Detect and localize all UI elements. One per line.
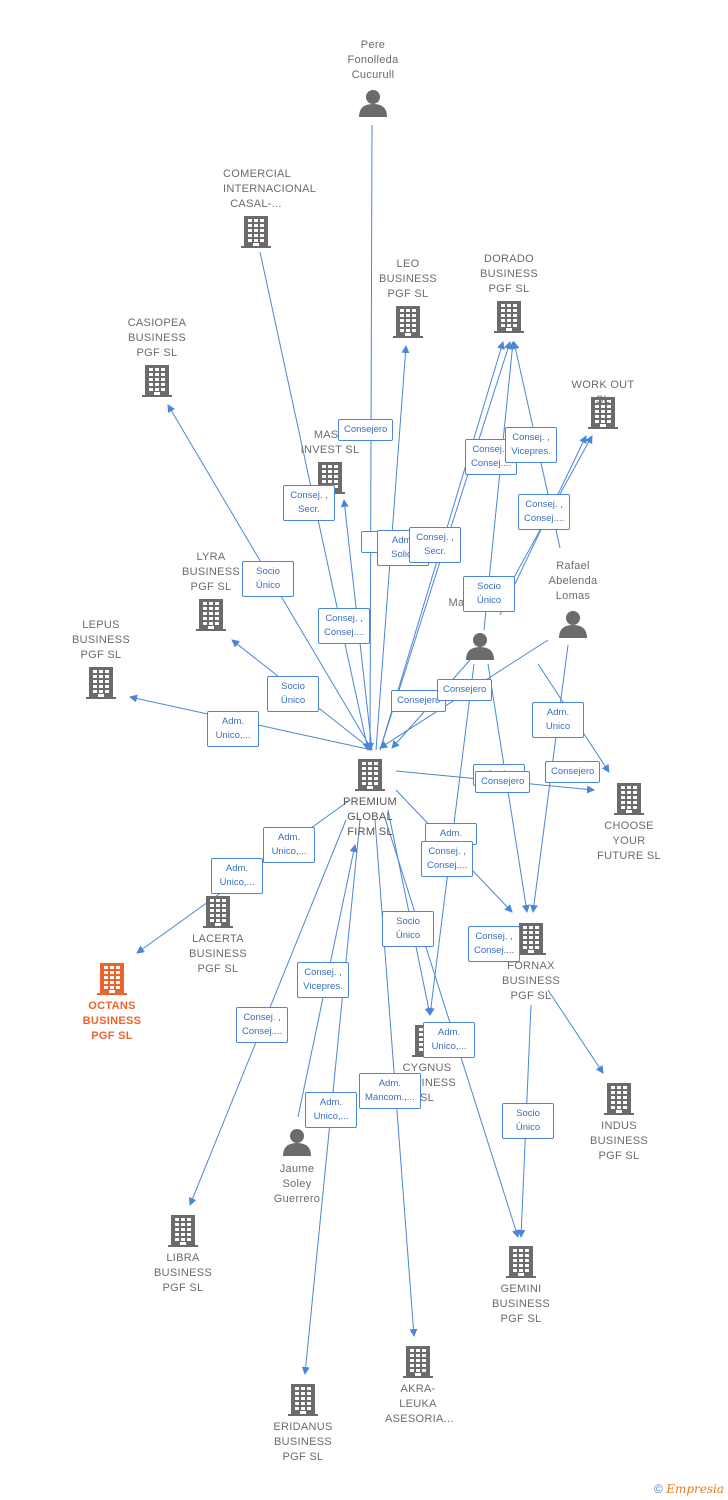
- icons-layer: [86, 90, 644, 1416]
- edge-label[interactable]: Adm.Unico,...: [423, 1022, 475, 1058]
- edge-label[interactable]: Consej. ,Consej....: [468, 926, 521, 962]
- node-label-eridanus[interactable]: ERIDANUS BUSINESS PGF SL: [273, 1421, 333, 1463]
- building-icon[interactable]: [196, 599, 226, 631]
- edge-label[interactable]: Adm.Unico,...: [211, 858, 263, 894]
- building-icon[interactable]: [142, 365, 172, 397]
- building-icon[interactable]: [403, 1346, 433, 1378]
- node-label-rafael[interactable]: Rafael Abelenda Lomas: [548, 560, 598, 602]
- node-label-comercial[interactable]: COMERCIAL INTERNACIONAL CASAL-...: [223, 168, 317, 210]
- building-icon[interactable]: [393, 306, 423, 338]
- edge-label[interactable]: Adm.Unico,...: [207, 711, 259, 747]
- edge-label[interactable]: Adm.Unico: [532, 702, 584, 738]
- node-label-lacerta[interactable]: LACERTA BUSINESS PGF SL: [188, 933, 248, 975]
- edge-label[interactable]: Consej. ,Vicepres.: [505, 427, 557, 463]
- node-label-workout[interactable]: WORK OUT SL: [571, 379, 635, 406]
- edge-label[interactable]: Consej. ,Consej....: [318, 608, 371, 644]
- building-icon[interactable]: [355, 759, 385, 791]
- building-icon[interactable]: [241, 216, 271, 248]
- person-icon[interactable]: [283, 1129, 311, 1156]
- building-icon[interactable]: [494, 301, 524, 333]
- node-label-leo[interactable]: LEO BUSINESS PGF SL: [378, 258, 438, 300]
- node-label-casiopea[interactable]: CASIOPEA BUSINESS PGF SL: [127, 317, 187, 359]
- node-label-dorado[interactable]: DORADO BUSINESS PGF SL: [479, 253, 539, 295]
- node-label-jaume[interactable]: Jaume Soley Guerrero: [273, 1163, 321, 1205]
- edge-label[interactable]: Consej. ,Secr.: [283, 485, 335, 521]
- edges-layer: [129, 124, 610, 1375]
- node-label-fornax[interactable]: FORNAX BUSINESS PGF SL: [501, 960, 561, 1002]
- node-label-akra[interactable]: AKRA-LEUKA ASESORIA...: [385, 1383, 454, 1425]
- node-label-choose[interactable]: CHOOSE YOUR FUTURE SL: [597, 820, 661, 862]
- node-label-mask[interactable]: MASK INVEST SL: [300, 429, 360, 456]
- edge-line: [547, 989, 604, 1074]
- edge-label[interactable]: Consejero: [391, 690, 447, 712]
- edge-label[interactable]: Consejero: [475, 771, 531, 793]
- edge-label[interactable]: Consejero: [338, 419, 394, 441]
- footer: © Empresia: [654, 1482, 724, 1496]
- person-icon[interactable]: [359, 90, 387, 117]
- node-label-lyra[interactable]: LYRA BUSINESS PGF SL: [181, 551, 241, 593]
- building-icon[interactable]: [203, 896, 233, 928]
- edge-label[interactable]: Consej. ,Secr.: [409, 527, 461, 563]
- building-icon[interactable]: [588, 397, 618, 429]
- building-icon[interactable]: [506, 1246, 536, 1278]
- edge-label[interactable]: Adm.Mancom.,...: [359, 1073, 421, 1109]
- edge-label[interactable]: Adm.Unico,...: [263, 827, 315, 863]
- person-icon[interactable]: [466, 633, 494, 660]
- building-icon[interactable]: [614, 783, 644, 815]
- copyright-icon: ©: [654, 1482, 663, 1496]
- edge-label[interactable]: Consej. ,Consej....: [421, 841, 474, 877]
- edge-label[interactable]: Consejero: [437, 679, 493, 701]
- building-icon[interactable]: [604, 1083, 634, 1115]
- node-label-pere[interactable]: Pere Fonolleda Cucurull: [347, 39, 399, 81]
- node-label-premium[interactable]: PREMIUM GLOBAL FIRM SL: [342, 796, 398, 838]
- building-icon[interactable]: [288, 1384, 318, 1416]
- edge-label[interactable]: Consej. ,Consej....: [518, 494, 571, 530]
- building-icon[interactable]: [97, 963, 127, 995]
- edge-label[interactable]: Consej. ,Vicepres.: [297, 962, 349, 998]
- edge-label[interactable]: Consej. ,Consej....: [236, 1007, 289, 1043]
- node-label-gemini[interactable]: GEMINI BUSINESS PGF SL: [491, 1283, 551, 1325]
- building-icon[interactable]: [168, 1215, 198, 1247]
- building-icon[interactable]: [516, 923, 546, 955]
- node-label-octans[interactable]: OCTANS BUSINESS PGF SL: [82, 1000, 142, 1042]
- node-label-indus[interactable]: INDUS BUSINESS PGF SL: [589, 1120, 649, 1162]
- edge-label[interactable]: Adm.Unico,...: [305, 1092, 357, 1128]
- brand-logo[interactable]: Empresia: [666, 1482, 724, 1496]
- node-label-libra[interactable]: LIBRA BUSINESS PGF SL: [153, 1252, 213, 1294]
- building-icon[interactable]: [86, 667, 116, 699]
- edge-label[interactable]: Consejero: [545, 761, 601, 783]
- node-label-lepus[interactable]: LEPUS BUSINESS PGF SL: [71, 619, 131, 661]
- person-icon[interactable]: [559, 611, 587, 638]
